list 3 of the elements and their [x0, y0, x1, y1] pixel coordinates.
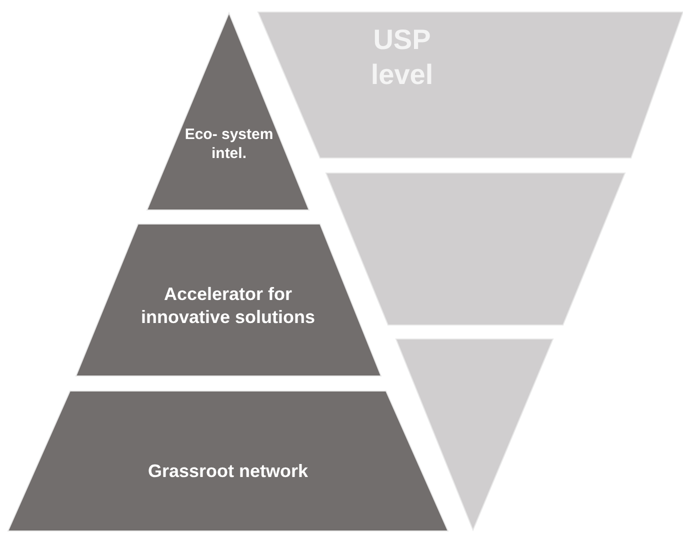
- level-label: Accelerator for innovative solutions: [140, 283, 316, 328]
- level-label: Grassroot network: [146, 460, 310, 482]
- level-label: Eco- system intel.: [184, 126, 274, 164]
